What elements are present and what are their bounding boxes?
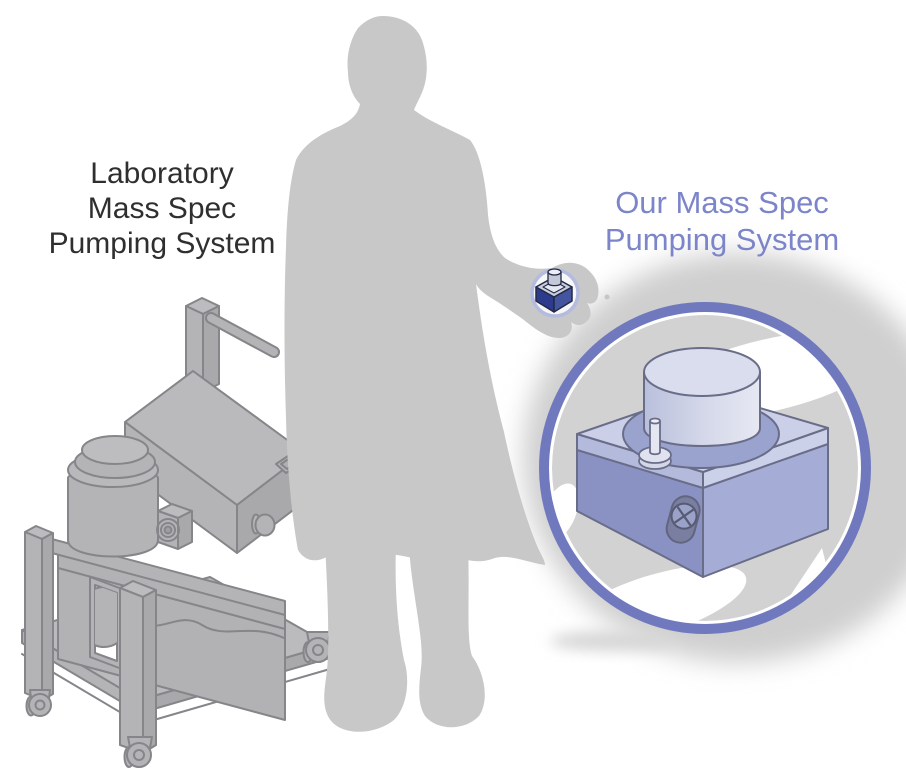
cart-arch-port <box>89 576 123 670</box>
cart-post-left-rear <box>24 525 54 701</box>
caster-wheel-front-right <box>302 631 331 663</box>
label-our-line1: Our Mass Spec <box>615 185 829 220</box>
dust-speck <box>604 294 610 300</box>
caster-wheel-rear-left <box>25 689 52 717</box>
device-mounting-screw <box>665 495 701 544</box>
label-laboratory-system: Laboratory Mass Spec Pumping System <box>22 156 302 261</box>
person-silhouette <box>284 16 599 732</box>
label-laboratory-line1: Laboratory <box>90 157 234 190</box>
label-laboratory-line3: Pumping System <box>48 227 276 260</box>
person-right-leg <box>409 545 485 728</box>
cart-roughing-pump <box>67 435 159 558</box>
label-our-line2: Pumping System <box>604 222 840 257</box>
mini-device-cylinder <box>547 272 562 287</box>
magnifier-ground-shadow <box>550 631 674 651</box>
magnified-pump-device <box>576 347 829 578</box>
device-cylinder <box>643 347 761 447</box>
label-laboratory-line2: Mass Spec <box>87 192 237 225</box>
label-our-system: Our Mass Spec Pumping System <box>572 184 872 258</box>
person-body <box>284 16 599 565</box>
device-vent-pin <box>638 417 672 470</box>
cart-post-left-front <box>119 580 157 754</box>
cart-flange-block <box>156 503 193 550</box>
handheld-device <box>530 268 580 318</box>
magnifier-circle <box>539 302 871 634</box>
box-knob <box>251 513 276 537</box>
lab-cart-illustration <box>21 297 331 768</box>
person-left-leg <box>324 545 408 732</box>
caster-wheel-front-left <box>123 736 153 768</box>
